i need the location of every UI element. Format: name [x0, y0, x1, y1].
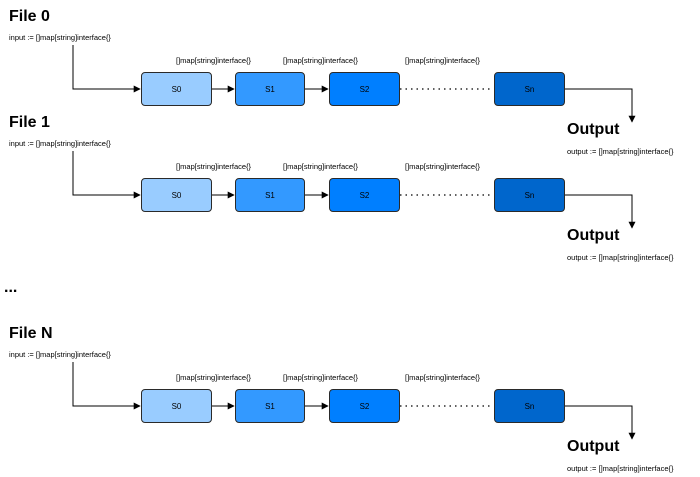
file-1-input-label: input := []map[string]interface{} [9, 139, 111, 148]
stage-label: S0 [171, 401, 182, 411]
row-0-stage-s0: S0 [141, 72, 212, 106]
stage-label: S1 [265, 401, 275, 411]
row-0-connectors [72, 45, 636, 123]
row-1-edge-label-1: []map[string]interface{} [176, 162, 252, 171]
row-2-stage-s2: S2 [329, 389, 400, 423]
stage-label: S2 [359, 401, 370, 411]
row-2-input-connector [72, 362, 141, 410]
row-1-stage-sn: Sn [494, 178, 565, 212]
file-0-title: File 0 [9, 8, 50, 25]
row-2-stage-sn: Sn [494, 389, 565, 423]
file-n-input-label: input := []map[string]interface{} [9, 350, 111, 359]
row-0-stage-sn: Sn [494, 72, 565, 106]
row-2-connectors [72, 362, 636, 440]
row-0-output-title: Output [567, 121, 620, 138]
stage-label: S1 [265, 190, 275, 200]
file-0-input-label: input := []map[string]interface{} [9, 33, 111, 42]
row-0-output-label: output := []map[string]interface{} [567, 147, 674, 156]
row-2-stage-s1: S1 [235, 389, 305, 423]
stage-label: S0 [171, 84, 182, 94]
row-0-stage-s2: S2 [329, 72, 400, 106]
row-0-edge-label-2: []map[string]interface{} [283, 56, 359, 65]
stage-label: Sn [524, 401, 535, 411]
file-n-title: File N [9, 325, 53, 342]
row-2-stage-s0: S0 [141, 389, 212, 423]
row-1-stage-s1: S1 [235, 178, 305, 212]
more-files-ellipsis: ... [4, 279, 18, 296]
stage-label: S1 [265, 84, 275, 94]
row-1-input-connector [72, 151, 141, 199]
row-0-output-connector [565, 88, 636, 123]
row-0-stage-s1: S1 [235, 72, 305, 106]
row-2-output-label: output := []map[string]interface{} [567, 464, 674, 473]
row-2-output-connector [565, 405, 636, 440]
stage-label: S2 [359, 190, 370, 200]
row-1-stage-s0: S0 [141, 178, 212, 212]
row-2-output-title: Output [567, 438, 620, 455]
row-1-edge-label-2: []map[string]interface{} [283, 162, 359, 171]
file-1-title: File 1 [9, 114, 50, 131]
row-1-connectors [72, 151, 636, 229]
stage-label: S2 [359, 84, 370, 94]
row-1-edge-label-3: []map[string]interface{} [405, 162, 481, 171]
row-2-edge-label-2: []map[string]interface{} [283, 373, 359, 382]
row-0-edge-label-3: []map[string]interface{} [405, 56, 481, 65]
stage-label: Sn [524, 84, 535, 94]
row-1-stage-s2: S2 [329, 178, 400, 212]
row-0-edge-label-1: []map[string]interface{} [176, 56, 252, 65]
row-1-output-connector [565, 194, 636, 229]
row-1-output-title: Output [567, 227, 620, 244]
row-2-edge-label-1: []map[string]interface{} [176, 373, 252, 382]
row-0-input-connector [72, 45, 141, 93]
stage-label: Sn [524, 190, 535, 200]
row-1-output-label: output := []map[string]interface{} [567, 253, 674, 262]
stage-label: S0 [171, 190, 182, 200]
row-2-edge-label-3: []map[string]interface{} [405, 373, 481, 382]
